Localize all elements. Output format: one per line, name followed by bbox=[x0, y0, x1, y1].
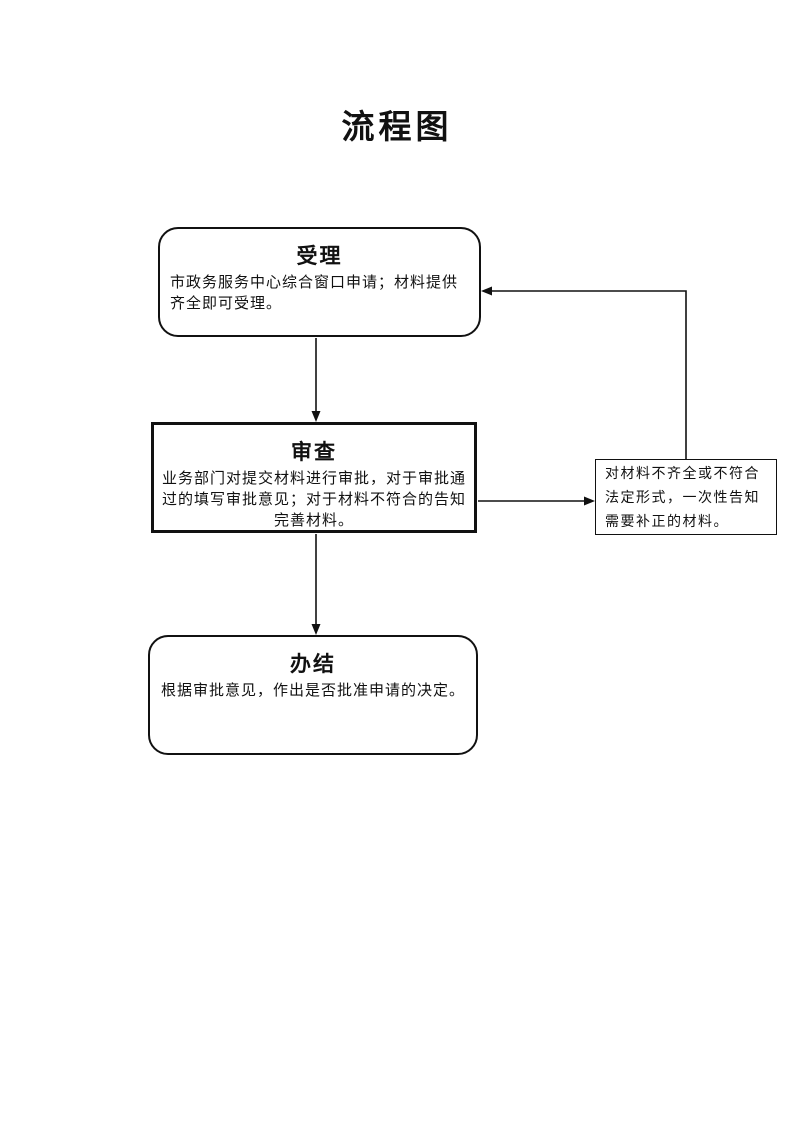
connector-review-to-complete-arrow bbox=[311, 534, 321, 635]
flow-node-notice: 对材料不齐全或不符合法定形式，一次性告知需要补正的材料。 bbox=[595, 459, 777, 535]
connector-review-to-notice-arrow bbox=[478, 496, 595, 506]
flow-node-review-title: 审查 bbox=[291, 440, 337, 464]
flow-node-accept: 受理 市政务服务中心综合窗口申请；材料提供齐全即可受理。 bbox=[158, 227, 481, 337]
flow-node-complete-title: 办结 bbox=[290, 652, 336, 676]
flow-node-review-body: 业务部门对提交材料进行审批，对于审批通过的填写审批意见；对于材料不符合的告知完善… bbox=[161, 471, 466, 529]
flow-node-complete-body: 根据审批意见，作出是否批准申请的决定。 bbox=[160, 683, 465, 699]
flow-node-notice-body: 对材料不齐全或不符合法定形式，一次性告知需要补正的材料。 bbox=[605, 467, 760, 530]
connector-notice-to-accept-arrow bbox=[481, 286, 687, 459]
flow-node-review: 审查 业务部门对提交材料进行审批，对于审批通过的填写审批意见；对于材料不符合的告… bbox=[151, 422, 477, 533]
page-title: 流程图 bbox=[341, 110, 453, 146]
flow-node-complete: 办结 根据审批意见，作出是否批准申请的决定。 bbox=[148, 635, 478, 755]
flow-node-accept-body: 市政务服务中心综合窗口申请；材料提供齐全即可受理。 bbox=[170, 275, 459, 312]
flow-node-accept-title: 受理 bbox=[296, 244, 343, 268]
connector-accept-to-review-arrow bbox=[311, 338, 321, 422]
